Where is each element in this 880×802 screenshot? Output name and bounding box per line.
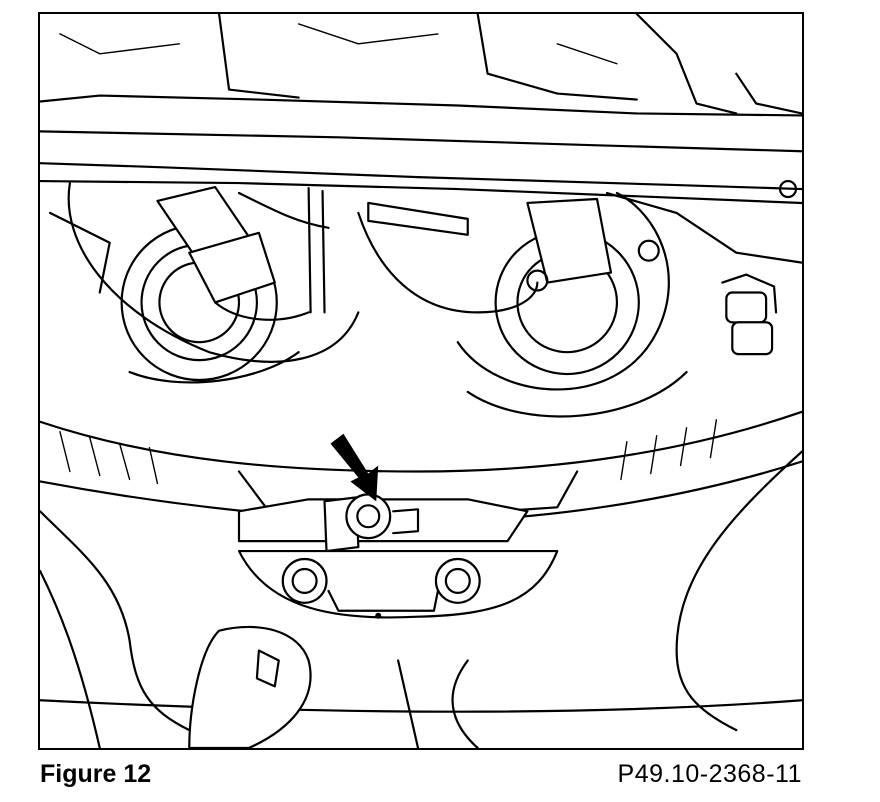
hose-fitting xyxy=(605,179,802,356)
right-lamp-housing xyxy=(357,191,688,418)
technical-illustration xyxy=(38,12,804,750)
electrical-connector xyxy=(156,185,330,321)
lower-mounting-plate xyxy=(237,549,559,619)
figure-caption: Figure 12 xyxy=(40,760,152,788)
front-crossmember xyxy=(40,14,802,205)
part-number: P49.10-2368-11 xyxy=(617,760,802,788)
mounting-bracket xyxy=(237,493,529,553)
arrow-indicator xyxy=(330,433,379,502)
lower-bumper xyxy=(40,450,802,748)
